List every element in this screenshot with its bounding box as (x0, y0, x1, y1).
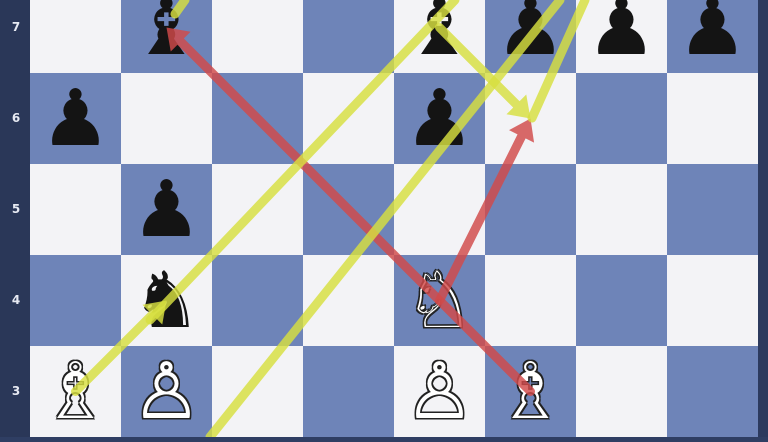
square-a5[interactable] (30, 164, 121, 255)
square-h3[interactable] (667, 346, 758, 437)
square-a7[interactable] (30, 0, 121, 73)
square-f5[interactable] (485, 164, 576, 255)
square-c7[interactable] (212, 0, 303, 73)
square-a4[interactable] (30, 255, 121, 346)
square-e5[interactable] (394, 164, 485, 255)
square-d3[interactable] (303, 346, 394, 437)
square-c5[interactable] (212, 164, 303, 255)
black-pawn-g7[interactable]: ♟ (576, 0, 667, 73)
square-c4[interactable] (212, 255, 303, 346)
black-bishop-b7[interactable]: ♝ (121, 0, 212, 73)
rank-label-7: 7 (8, 20, 24, 34)
square-h6[interactable] (667, 73, 758, 164)
rank-label-6: 6 (8, 111, 24, 125)
square-g3[interactable] (576, 346, 667, 437)
black-knight-b4[interactable]: ♞ (121, 255, 212, 346)
black-pawn-e6[interactable]: ♟ (394, 73, 485, 164)
square-d5[interactable] (303, 164, 394, 255)
black-bishop-e7[interactable]: ♝ (394, 0, 485, 73)
square-c6[interactable] (212, 73, 303, 164)
square-f4[interactable] (485, 255, 576, 346)
square-d6[interactable] (303, 73, 394, 164)
square-b6[interactable] (121, 73, 212, 164)
black-pawn-h7[interactable]: ♟ (667, 0, 758, 73)
square-h5[interactable] (667, 164, 758, 255)
square-d4[interactable] (303, 255, 394, 346)
black-pawn-a6[interactable]: ♟ (30, 73, 121, 164)
black-pawn-b5[interactable]: ♟ (121, 164, 212, 255)
square-g4[interactable] (576, 255, 667, 346)
square-d7[interactable] (303, 0, 394, 73)
white-pawn-b3[interactable]: ♙ (121, 346, 212, 437)
rank-label-5: 5 (8, 202, 24, 216)
square-c3[interactable] (212, 346, 303, 437)
white-bishop-a3[interactable]: ♗ (30, 346, 121, 437)
rank-label-3: 3 (8, 384, 24, 398)
square-g6[interactable] (576, 73, 667, 164)
black-pawn-f7[interactable]: ♟ (485, 0, 576, 73)
rank-label-4: 4 (8, 293, 24, 307)
square-g5[interactable] (576, 164, 667, 255)
white-knight-e4[interactable]: ♘ (394, 255, 485, 346)
rank-gutter: 7 6 5 4 3 (0, 0, 30, 437)
square-h4[interactable] (667, 255, 758, 346)
chess-board: ♝♝♟♟♟♟♟♟♞♘♗♙♙♗ (30, 0, 768, 442)
white-bishop-f3[interactable]: ♗ (485, 346, 576, 437)
white-pawn-e3[interactable]: ♙ (394, 346, 485, 437)
square-f6[interactable] (485, 73, 576, 164)
